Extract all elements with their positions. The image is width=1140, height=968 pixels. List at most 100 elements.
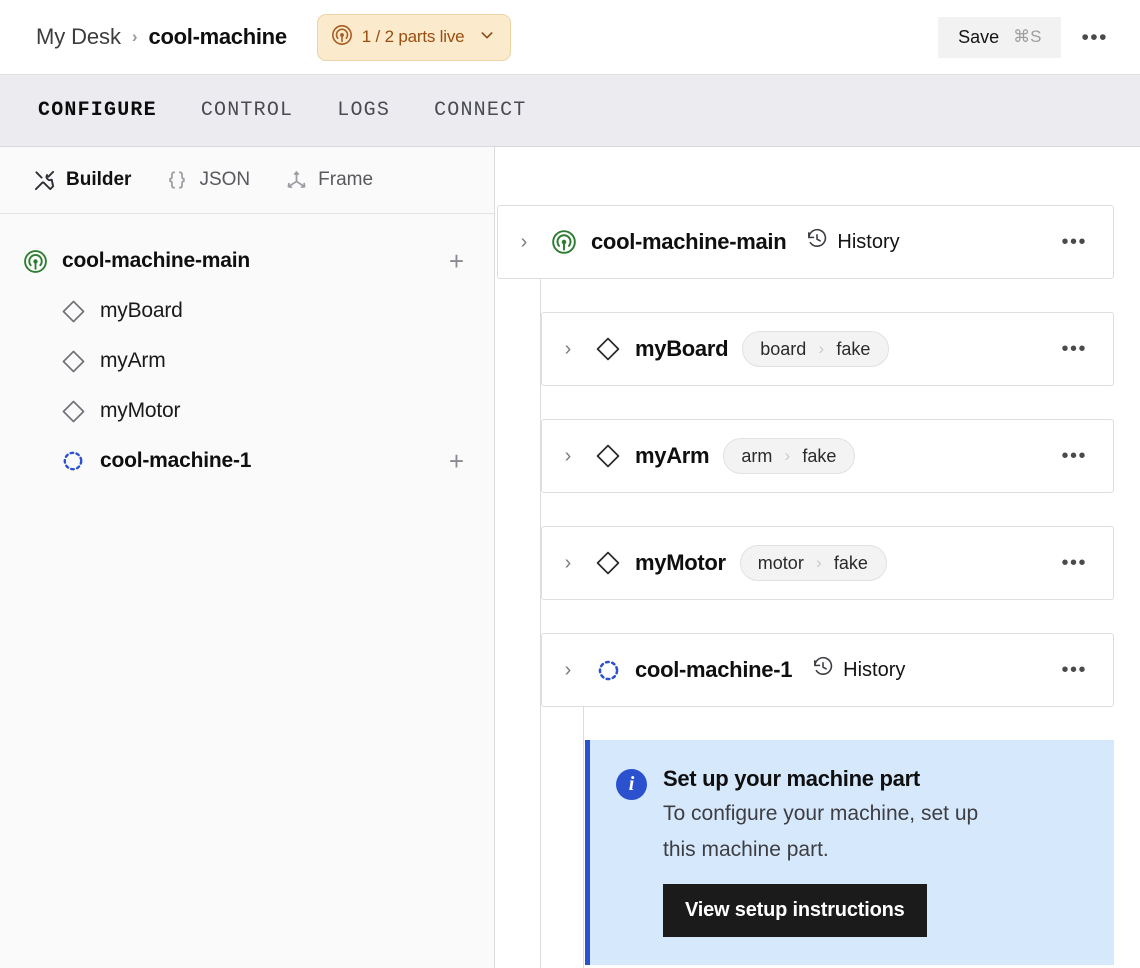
- pill-divider-icon: ›: [784, 446, 791, 465]
- breadcrumb: My Desk › cool-machine: [36, 24, 287, 50]
- expand-chevron-icon[interactable]: ›: [564, 551, 572, 574]
- setup-callout-content: Set up your machine part To configure yo…: [663, 766, 993, 938]
- setup-callout-title: Set up your machine part: [663, 766, 920, 791]
- diamond-icon: [60, 298, 86, 324]
- tab-logs[interactable]: LOGS: [337, 99, 391, 122]
- history-button-label: History: [837, 230, 900, 253]
- diamond-icon: [60, 348, 86, 374]
- dashed-circle-icon: [60, 448, 86, 474]
- breadcrumb-separator-icon: ›: [131, 27, 138, 46]
- pill-model-label: fake: [836, 338, 871, 359]
- tree-item-myarm[interactable]: myArm: [0, 336, 494, 386]
- history-button[interactable]: History: [812, 656, 905, 684]
- chevron-down-icon: [479, 27, 495, 48]
- expand-chevron-icon[interactable]: ›: [564, 337, 572, 360]
- tree-item-myboard[interactable]: myBoard: [0, 286, 494, 336]
- save-button[interactable]: Save ⌘S: [938, 16, 1062, 58]
- history-button[interactable]: History: [806, 228, 900, 256]
- diamond-icon: [594, 442, 622, 470]
- type-model-pill[interactable]: board › fake: [742, 331, 890, 367]
- card-overflow-button[interactable]: •••: [1057, 654, 1091, 686]
- top-bar-actions: Save ⌘S •••: [938, 16, 1122, 58]
- sidebar-view-switcher: Builder JSON: [0, 147, 494, 214]
- card-mymotor[interactable]: › myMotor motor › fake •••: [541, 526, 1114, 600]
- diamond-icon: [594, 549, 622, 577]
- radar-icon-green: [550, 228, 578, 256]
- card-myarm[interactable]: › myArm arm › fake •••: [541, 419, 1114, 493]
- add-part-button-machine-1[interactable]: +: [448, 446, 464, 476]
- braces-icon: [165, 168, 189, 192]
- info-icon: i: [616, 769, 647, 800]
- tab-control[interactable]: CONTROL: [200, 99, 294, 122]
- tree-item-cool-machine-1[interactable]: cool-machine-1 +: [0, 436, 494, 486]
- card-title: cool-machine-1: [635, 657, 793, 682]
- sidebar: Builder JSON: [0, 147, 495, 968]
- expand-chevron-icon[interactable]: ›: [564, 444, 572, 467]
- type-model-pill[interactable]: motor › fake: [739, 545, 887, 581]
- more-options-button[interactable]: •••: [1067, 21, 1122, 54]
- save-shortcut-hint: ⌘S: [1013, 27, 1042, 46]
- card-overflow-button[interactable]: •••: [1057, 333, 1091, 365]
- sidebar-tab-builder[interactable]: Builder: [32, 168, 131, 192]
- pill-divider-icon: ›: [818, 339, 825, 358]
- top-bar: My Desk › cool-machine 1 / 2 parts live …: [0, 0, 1140, 74]
- machine-tree: cool-machine-main + myBoard myArm my: [0, 214, 494, 486]
- save-button-label: Save: [958, 26, 1000, 47]
- parts-live-label: 1 / 2 parts live: [361, 27, 465, 46]
- pill-api-label: board: [760, 338, 807, 359]
- tree-item-label: myBoard: [100, 299, 183, 322]
- tree-item-label: myArm: [100, 349, 166, 372]
- configure-panel: › cool-machine-main History •••: [495, 147, 1140, 968]
- history-clock-icon: [806, 228, 828, 256]
- diamond-icon: [60, 398, 86, 424]
- pill-divider-icon: ›: [815, 553, 822, 572]
- card-overflow-button[interactable]: •••: [1057, 440, 1091, 472]
- card-myboard[interactable]: › myBoard board › fake •••: [541, 312, 1114, 386]
- setup-callout-body: To configure your machine, set up this m…: [663, 802, 979, 862]
- expand-chevron-icon[interactable]: ›: [520, 230, 528, 253]
- sidebar-tab-frame-label: Frame: [318, 169, 374, 190]
- diamond-icon: [594, 335, 622, 363]
- tree-item-label: cool-machine-1: [100, 449, 252, 472]
- pill-api-label: motor: [757, 552, 804, 573]
- expand-chevron-icon[interactable]: ›: [564, 658, 572, 681]
- type-model-pill[interactable]: arm › fake: [723, 438, 856, 474]
- axes-icon: [284, 168, 308, 192]
- tree-item-label: cool-machine-main: [62, 249, 250, 272]
- dashed-circle-icon: [594, 656, 622, 684]
- tab-connect[interactable]: CONNECT: [434, 99, 527, 122]
- tree-connector-line-level2: [583, 660, 584, 968]
- tree-item-mymotor[interactable]: myMotor: [0, 386, 494, 436]
- card-cool-machine-main[interactable]: › cool-machine-main History •••: [497, 205, 1114, 279]
- radar-icon: [331, 24, 353, 51]
- tree-item-label: myMotor: [100, 399, 181, 422]
- card-title: myBoard: [635, 336, 729, 361]
- body: Builder JSON: [0, 147, 1140, 968]
- sidebar-tab-frame[interactable]: Frame: [284, 168, 373, 192]
- history-button-label: History: [843, 658, 906, 681]
- sidebar-tab-json-label: JSON: [199, 169, 251, 190]
- pill-model-label: fake: [833, 552, 868, 573]
- tab-configure[interactable]: CONFIGURE: [38, 99, 157, 122]
- tools-icon: [32, 168, 56, 192]
- card-overflow-button[interactable]: •••: [1057, 226, 1091, 258]
- tree-item-cool-machine-main[interactable]: cool-machine-main +: [0, 236, 494, 286]
- card-title: myArm: [635, 443, 710, 468]
- pill-api-label: arm: [741, 445, 773, 466]
- card-title: cool-machine-main: [591, 229, 787, 254]
- view-setup-instructions-button[interactable]: View setup instructions: [663, 884, 927, 938]
- sidebar-tab-json[interactable]: JSON: [165, 168, 250, 192]
- card-overflow-button[interactable]: •••: [1057, 547, 1091, 579]
- pill-model-label: fake: [802, 445, 837, 466]
- page-title: cool-machine: [148, 24, 288, 49]
- sidebar-tab-builder-label: Builder: [66, 169, 132, 190]
- card-cool-machine-1[interactable]: › cool-machine-1 History •••: [541, 633, 1114, 707]
- breadcrumb-root-link[interactable]: My Desk: [36, 24, 121, 49]
- parts-live-status-dropdown[interactable]: 1 / 2 parts live: [316, 13, 512, 61]
- card-title: myMotor: [635, 550, 726, 575]
- tree-connector-line-level1: [540, 247, 541, 968]
- history-clock-icon: [812, 656, 834, 684]
- setup-callout: i Set up your machine part To configure …: [585, 740, 1114, 966]
- main-tab-bar: CONFIGURE CONTROL LOGS CONNECT: [0, 74, 1140, 147]
- add-part-button-main[interactable]: +: [448, 246, 464, 276]
